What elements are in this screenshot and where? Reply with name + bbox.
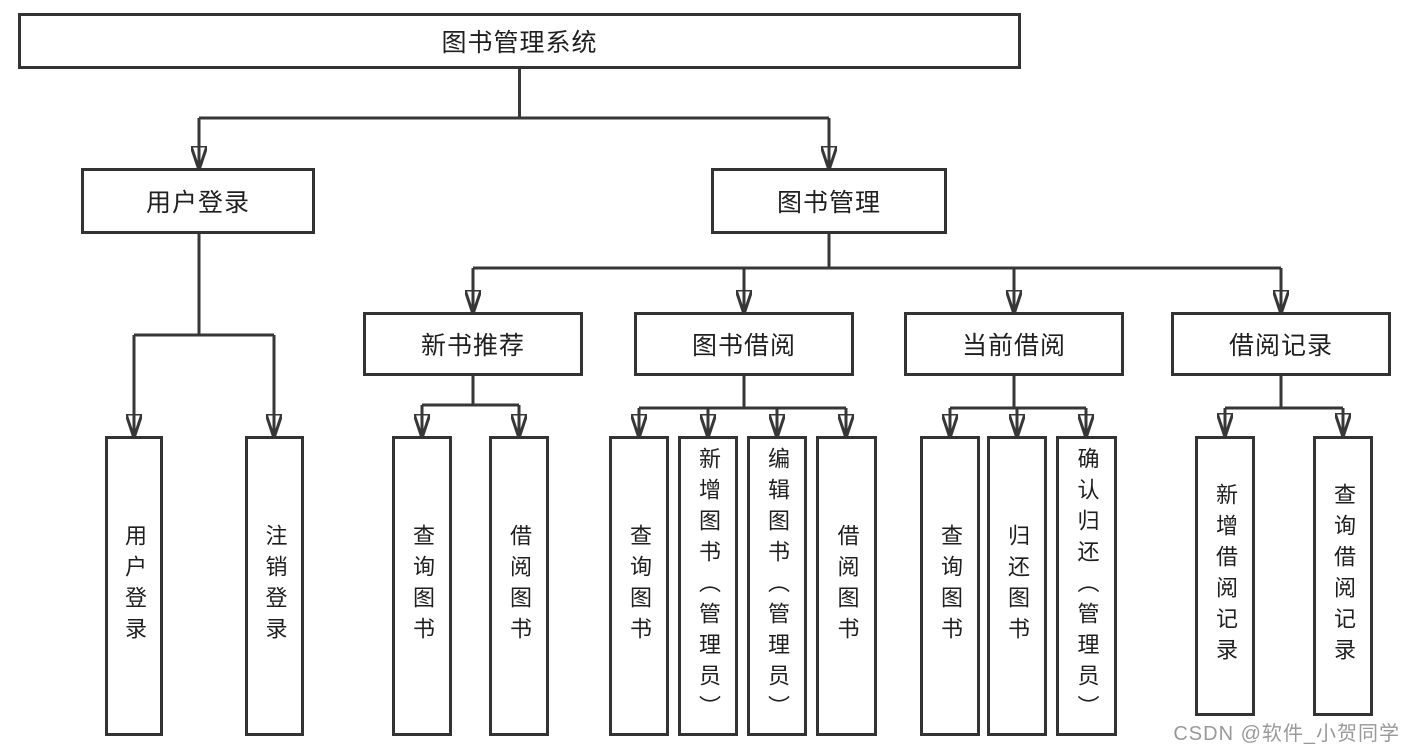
leaf-logout: 注销登录: [245, 436, 304, 736]
node-borrowing-records: 借阅记录: [1171, 312, 1391, 376]
leaf-borrow-add-books-admin-label: 新增图书（管理员）: [696, 446, 721, 726]
leaf-recommend-borrow-books-label: 借阅图书: [507, 524, 532, 648]
leaf-records-query-record: 查询借阅记录: [1313, 436, 1373, 716]
watermark: CSDN @软件_小贺同学: [1173, 723, 1400, 745]
leaf-borrow-query-books: 查询图书: [609, 436, 669, 736]
leaf-recommend-query-books-label: 查询图书: [410, 524, 435, 648]
node-book-borrowing-label: 图书借阅: [691, 332, 796, 360]
node-user-login: 用户登录: [81, 168, 315, 234]
leaf-user-login: 用户登录: [105, 436, 163, 736]
leaf-records-query-record-label: 查询借阅记录: [1331, 483, 1356, 669]
leaf-recommend-query-books: 查询图书: [392, 436, 452, 736]
leaf-current-confirm-return-admin: 确认归还（管理员）: [1056, 436, 1117, 736]
leaf-current-query-books-label: 查询图书: [938, 524, 963, 648]
node-book-management-label: 图书管理: [776, 189, 881, 217]
leaf-borrow-borrow-books: 借阅图书: [816, 436, 877, 736]
node-book-borrowing: 图书借阅: [634, 312, 854, 376]
leaf-current-query-books: 查询图书: [920, 436, 980, 736]
leaf-records-add-record-label: 新增借阅记录: [1213, 483, 1238, 669]
node-current-borrowing: 当前借阅: [904, 312, 1124, 376]
node-current-borrowing-label: 当前借阅: [961, 332, 1066, 360]
node-user-login-label: 用户登录: [145, 189, 250, 217]
node-new-book-recommend: 新书推荐: [363, 312, 583, 376]
leaf-records-add-record: 新增借阅记录: [1195, 436, 1255, 716]
node-borrowing-records-label: 借阅记录: [1228, 332, 1333, 360]
leaf-borrow-query-books-label: 查询图书: [627, 524, 652, 648]
leaf-borrow-add-books-admin: 新增图书（管理员）: [678, 436, 738, 736]
leaf-borrow-borrow-books-label: 借阅图书: [834, 524, 860, 648]
node-book-management: 图书管理: [711, 168, 947, 234]
leaf-user-login-label: 用户登录: [122, 524, 147, 648]
leaf-current-confirm-return-admin-label: 确认归还（管理员）: [1074, 446, 1100, 726]
leaf-borrow-edit-books-admin: 编辑图书（管理员）: [747, 436, 807, 736]
leaf-recommend-borrow-books: 借阅图书: [489, 436, 549, 736]
leaf-current-return-books-label: 归还图书: [1005, 524, 1030, 648]
node-new-book-recommend-label: 新书推荐: [420, 332, 525, 360]
leaf-borrow-edit-books-admin-label: 编辑图书（管理员）: [765, 446, 790, 726]
node-library-system-label: 图书管理系统: [441, 29, 598, 57]
leaf-current-return-books: 归还图书: [987, 436, 1047, 736]
leaf-logout-label: 注销登录: [262, 524, 288, 648]
node-library-system: 图书管理系统: [18, 13, 1021, 69]
